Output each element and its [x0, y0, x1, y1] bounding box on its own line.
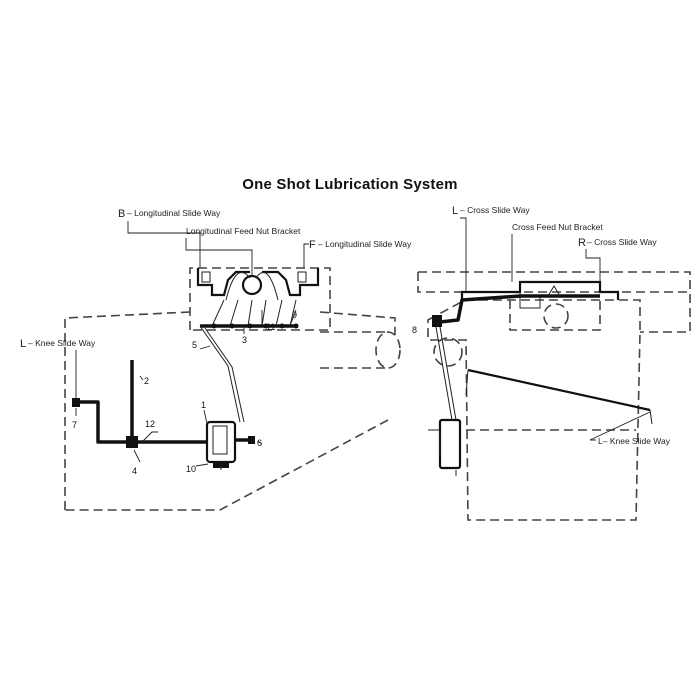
nut-bracket-circle — [241, 274, 263, 296]
right-supply-pipe — [435, 326, 457, 421]
knee-body-outline — [427, 299, 641, 521]
knee-screw-circle — [433, 337, 463, 367]
shaft-end — [375, 331, 401, 369]
label-b-longitudinal-slide-way: – Longitudinal Slide Way — [127, 208, 221, 218]
junction-4 — [126, 436, 138, 448]
leader-lines-left — [75, 309, 297, 467]
part-number-11: 11 — [266, 322, 275, 332]
label-f-longitudinal-slide-way: – Longitudinal Slide Way — [318, 239, 412, 249]
right-pump — [438, 418, 462, 470]
label-cross-feed-nut-bracket: Cross Feed Nut Bracket — [512, 222, 603, 232]
knee-feed-pipe — [130, 360, 207, 444]
diagram-title: One Shot Lubrication System — [242, 176, 458, 193]
nut-bracket-arms — [225, 272, 279, 301]
cross-slide-pipe — [439, 294, 600, 324]
part-number-9: 9 — [292, 310, 297, 320]
manifold-feed-lines — [211, 299, 297, 327]
part-number-10: 10 — [186, 464, 196, 474]
leader-knee-right — [589, 411, 651, 441]
supply-pipe — [199, 325, 245, 423]
label-b-letter: B — [118, 208, 125, 220]
cross-slide-profile — [460, 280, 620, 300]
label-l-cross-letter: L — [452, 205, 458, 217]
part-number-7: 7 — [72, 420, 77, 430]
saddle-right-outline — [509, 300, 601, 331]
saddle-outline — [189, 267, 331, 331]
knee-slide-ends — [465, 369, 653, 425]
cross-pipe-junction — [547, 285, 561, 297]
left-view — [64, 267, 401, 511]
label-longitudinal-feed-nut-bracket: Longitudinal Feed Nut Bracket — [186, 226, 301, 236]
knee-slide-line — [467, 368, 651, 412]
part-number-8: 8 — [412, 325, 417, 335]
label-l-cross-slide-way: – Cross Slide Way — [460, 205, 530, 215]
junction-12-link — [141, 431, 158, 443]
leader-b — [127, 221, 201, 268]
part-number-12: 12 — [145, 419, 155, 429]
right-view — [417, 271, 691, 521]
label-r-letter: R — [578, 237, 586, 249]
part-number-2: 2 — [144, 376, 149, 386]
label-r-cross-slide-way: – Cross Slide Way — [587, 237, 657, 247]
pump-sight-glass — [212, 425, 228, 455]
left-machine-outline — [64, 311, 396, 511]
leader-l-cross — [460, 217, 467, 292]
slide-way-blocks — [201, 271, 307, 283]
label-l-letter: L — [20, 338, 26, 350]
part-number-6: 6 — [257, 438, 262, 448]
knee-slide-pipe — [78, 400, 132, 444]
leader-nut-bracket — [185, 238, 253, 276]
shaft-outline — [320, 331, 385, 369]
right-pump-lever — [428, 429, 457, 476]
label-l-knee-slide-way: – Knee Slide Way — [28, 338, 96, 348]
pump-fitting-6 — [248, 436, 255, 444]
fitting-8 — [432, 315, 442, 327]
label-f-letter: F — [309, 239, 316, 251]
leader-r-cross — [585, 249, 601, 282]
cross-feed-circle — [543, 303, 569, 329]
longitudinal-slide-profile — [196, 268, 320, 297]
pump-reservoir — [205, 420, 237, 464]
leader-f — [303, 243, 309, 268]
part-number-3: 3 — [242, 335, 247, 345]
part-number-1: 1 — [201, 400, 206, 410]
knee-fitting-7 — [72, 398, 80, 407]
part-number-4: 4 — [132, 466, 137, 476]
part-number-5: 5 — [192, 340, 197, 350]
label-l-knee-slide-way-right: L– Knee Slide Way — [598, 436, 671, 446]
